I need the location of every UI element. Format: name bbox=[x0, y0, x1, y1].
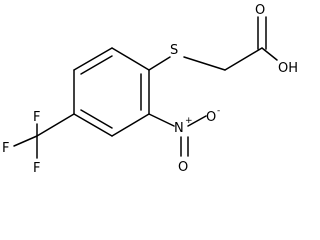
carbonyl-oxygen-atom: O bbox=[255, 3, 265, 18]
sulfur-atom: S bbox=[170, 43, 178, 58]
trifluoromethyl-group: F F F bbox=[2, 110, 75, 176]
nitro-nitrogen-charge: + bbox=[185, 116, 193, 126]
ring-bond-bottom-left bbox=[73, 113, 113, 137]
nitro-oxygen-bottom-atom: O bbox=[178, 160, 188, 175]
nitro-nitrogen-atom: N bbox=[174, 121, 184, 136]
thioacetic-acid-group: S O OH bbox=[148, 3, 298, 76]
chemical-structure-diagram: S O OH N + O O - F F F bbox=[2, 3, 298, 176]
bond-nitrogen-oxygen-right bbox=[187, 115, 207, 127]
ring-bond-top-inner bbox=[80, 55, 113, 75]
bond-sulfur-ch2 bbox=[183, 56, 226, 71]
bond-c-f-left bbox=[13, 135, 38, 147]
ring-bond-bottom-left-inner bbox=[80, 109, 113, 129]
fluorine-left-atom: F bbox=[2, 141, 9, 156]
hydroxyl-group: OH bbox=[278, 61, 298, 76]
nitro-group: N + O O - bbox=[148, 106, 220, 175]
nitro-oxygen-charge: - bbox=[217, 106, 220, 116]
ring-bond-top-right bbox=[111, 47, 150, 71]
fluorine-bottom-atom: F bbox=[33, 161, 40, 176]
fluorine-top-atom: F bbox=[33, 110, 40, 125]
nitro-oxygen-right-atom: O bbox=[206, 110, 216, 125]
ring-bond-bottom-right bbox=[111, 113, 150, 137]
bond-ring-cf3 bbox=[36, 113, 75, 137]
bond-ch2-carboxyl bbox=[224, 47, 263, 71]
bond-carboxyl-oh bbox=[261, 47, 278, 61]
benzene-ring bbox=[73, 47, 150, 137]
bond-ring-nitrogen bbox=[148, 113, 175, 127]
bond-ring-sulfur bbox=[148, 56, 171, 71]
ring-bond-top bbox=[73, 47, 113, 71]
